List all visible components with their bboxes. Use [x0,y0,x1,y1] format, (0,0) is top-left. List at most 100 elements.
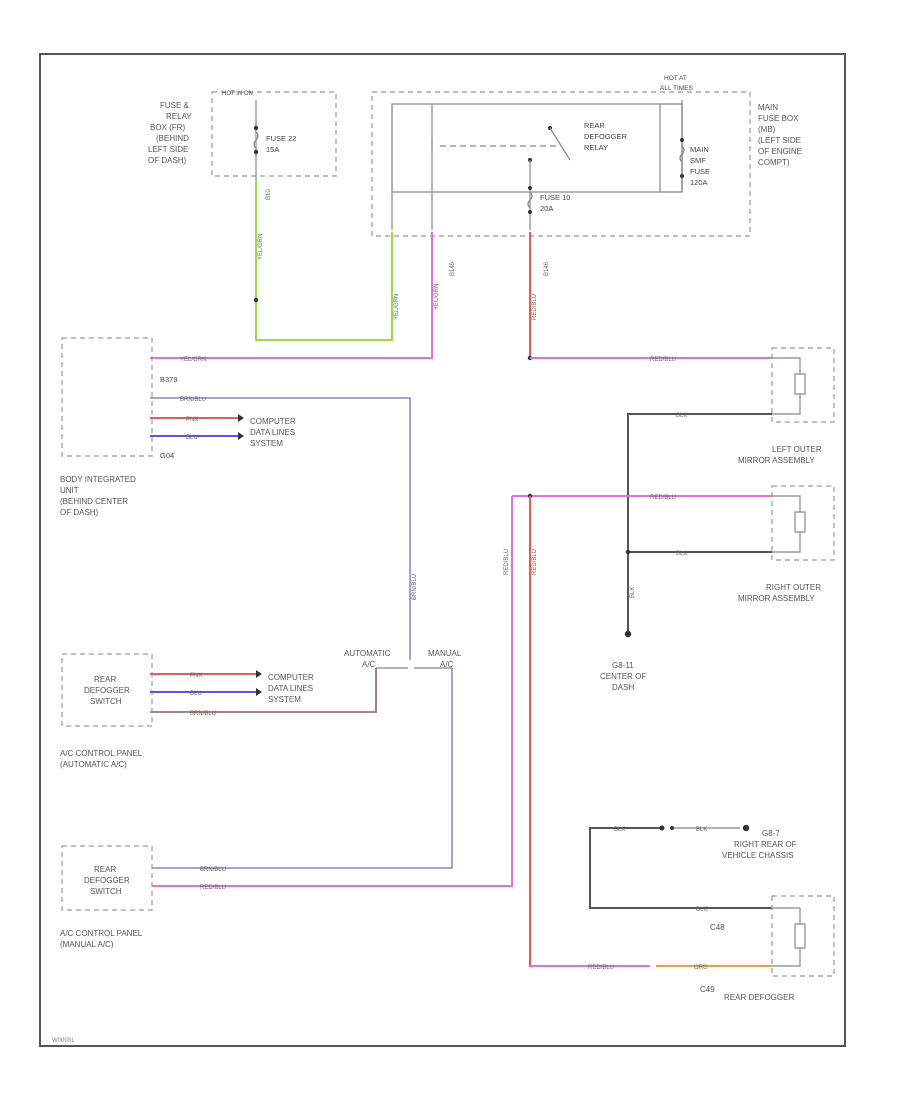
b146-connector: B146 [544,261,550,276]
fuse-box-left-label-3: (BEHIND [156,134,189,143]
wire-lav-manual [152,668,453,869]
ground-center-point [624,630,632,638]
wire-brn-biu [150,397,411,660]
defogger-ground-wire-a: BLK [614,827,625,833]
switch-auto-label-0: REAR [94,675,116,684]
main-fuse-box-label-0: MAIN [758,103,778,112]
switch-auto-label-1: DEFOGGER [84,686,130,695]
defogger-org-label: ORG [694,965,708,971]
fuse-box-left-label-4: LEFT SIDE [148,145,188,154]
wire-brn-auto [150,668,377,713]
left-mirror-label-0: LEFT OUTER [772,445,822,454]
switch-auto-pink-label: PNK [190,673,202,679]
main-fuse-box-header-1: ALL TIMES [660,85,694,92]
wire-red-fuse10-label: RED/BLU [532,294,538,320]
main-fuse-box-label-3: (LEFT SIDE [758,136,801,145]
wire-green-fuse22 [255,180,393,341]
fuse-box-left-label-1: RELAY [166,112,192,121]
switch-auto-label-2: SWITCH [90,697,122,706]
biu-label-3: OF DASH) [60,508,99,517]
main-fuse-box-label-5: COMPT) [758,158,790,167]
switch-manual-label-2: SWITCH [90,887,122,896]
ground-g87-label-1: RIGHT REAR OF [734,840,797,849]
ground-center-label-1: CENTER OF [600,672,646,681]
main-fuse-box-header-0: HOT AT [664,75,687,82]
wire-pink-relay-biu [150,232,433,359]
right-outer-mirror: RIGHT OUTER MIRROR ASSEMBLY [738,485,835,603]
wire-pink-relay-label: YEL/GRN [434,284,440,310]
fuse-10-amp: 20A [540,204,553,213]
wire-red-bus [529,496,596,967]
switch-manual-panel-0: A/C CONTROL PANEL [60,929,143,938]
wire-ground-left-mirror [627,413,772,632]
fuse-box-left-header: HOT IN ON [222,91,253,97]
right-mirror-power-label: RED/BLU [650,495,676,501]
switch-manual-brn-label: BRN/BLU [200,867,226,873]
right-mirror-label-1: MIRROR ASSEMBLY [738,594,815,603]
fuse-10-label: FUSE 10 [540,193,570,202]
main-fuse-box-label-4: OF ENGINE [758,147,802,156]
defogger-power-label: RED/BLU [588,965,614,971]
switch-manual-red-label: RED/BLU [200,885,226,891]
biu-connector-bottom: G04 [160,451,174,460]
rear-defogger-label: REAR DEFOGGER [724,993,794,1002]
main-fuse-box-label-1: FUSE BOX [758,114,799,123]
ground-g87-point [742,824,750,832]
ground-g87-label-2: VEHICLE CHASSIS [722,851,794,860]
rear-defogger-switch-manual: REAR DEFOGGER SWITCH BRN/BLU RED/BLU A/C… [60,845,226,949]
right-mirror-ground-label: BLK [676,551,687,557]
fuse-box-left: HOT IN ON FUSE 22 15A FUSE & RELAY BOX (… [148,91,337,200]
biu-wire-vert-label: BRN/BLU [412,574,418,600]
wire-green-label-b: YEL/GRN [394,294,400,320]
defogger-conn-top: C48 [710,923,725,932]
main-fuse-box: HOT AT ALL TIMES REAR DEFOGGER RELAY FUS… [371,75,802,276]
ground-center-label-0: G8-11 [612,661,634,670]
wire-green-label-a: YEL/GRN [258,234,264,260]
diagram-code: W00001 [52,1038,75,1044]
fuse-box-left-label-0: FUSE & [160,101,190,110]
biu-data-lines-0: COMPUTER [250,417,296,426]
b10-connector: B10 [266,189,272,200]
switch-auto-data-0: COMPUTER [268,673,314,682]
body-integrated-unit: B379 G04 BRN/BLU BRN/BLU PNK BLU COMPUTE… [60,337,418,660]
wire-ground-defogger [589,827,772,909]
fuse-box-left-label-5: OF DASH) [148,156,187,165]
right-mirror-label-0: RIGHT OUTER [766,583,821,592]
biu-label-2: (BEHIND CENTER [60,497,128,506]
biu-label-0: BODY INTEGRATED [60,475,136,484]
red-bus-label: RED/BLU [532,549,538,575]
left-mirror-label-1: MIRROR ASSEMBLY [738,456,815,465]
switch-auto-panel-0: A/C CONTROL PANEL [60,749,143,758]
main-fuse-label-1: SMF [690,156,706,165]
biu-wire-pink-label: PNK [186,417,198,423]
switch-auto-panel-1: (AUTOMATIC A/C) [60,760,127,769]
b145-connector: B145 [450,261,456,276]
biu-data-lines-1: DATA LINES [250,428,295,437]
left-outer-mirror: LEFT OUTER MIRROR ASSEMBLY [738,347,835,465]
switch-auto-data-1: DATA LINES [268,684,313,693]
rear-defogger: BLK BLK BLK G8-7 RIGHT REAR OF VEHICLE C… [530,824,835,1002]
biu-wire-blue-label: BLU [186,435,198,441]
diagram-frame [39,53,846,1047]
switch-manual-label-0: REAR [94,865,116,874]
ground-center-label-2: DASH [612,683,634,692]
ground-g87-label-0: G8-7 [762,829,780,838]
variant-automatic-1: A/C [362,660,376,669]
biu-data-lines-2: SYSTEM [250,439,283,448]
fuse-22-label: FUSE 22 [266,134,296,143]
relay-label-0: REAR [584,121,605,130]
switch-auto-data-2: SYSTEM [268,695,301,704]
main-fuse-box-label-2: (MB) [758,125,776,134]
fuse-22-amp: 15A [266,145,279,154]
defogger-conn-bottom: C49 [700,985,715,994]
switch-auto-blue-label: BLU [190,691,202,697]
relay-label-1: DEFOGGER [584,132,628,141]
biu-wire-top-label: YEL/GRN [180,357,206,363]
switch-auto-brn-label: BRN/BLU [190,711,216,717]
rear-defogger-switch-auto: REAR DEFOGGER SWITCH PNK BLU BRN/BLU COM… [60,653,314,769]
switch-manual-panel-1: (MANUAL A/C) [60,940,114,949]
biu-label-1: UNIT [60,486,79,495]
variant-automatic-0: AUTOMATIC [344,649,391,658]
defogger-ground-wire-b: BLK [696,827,707,833]
